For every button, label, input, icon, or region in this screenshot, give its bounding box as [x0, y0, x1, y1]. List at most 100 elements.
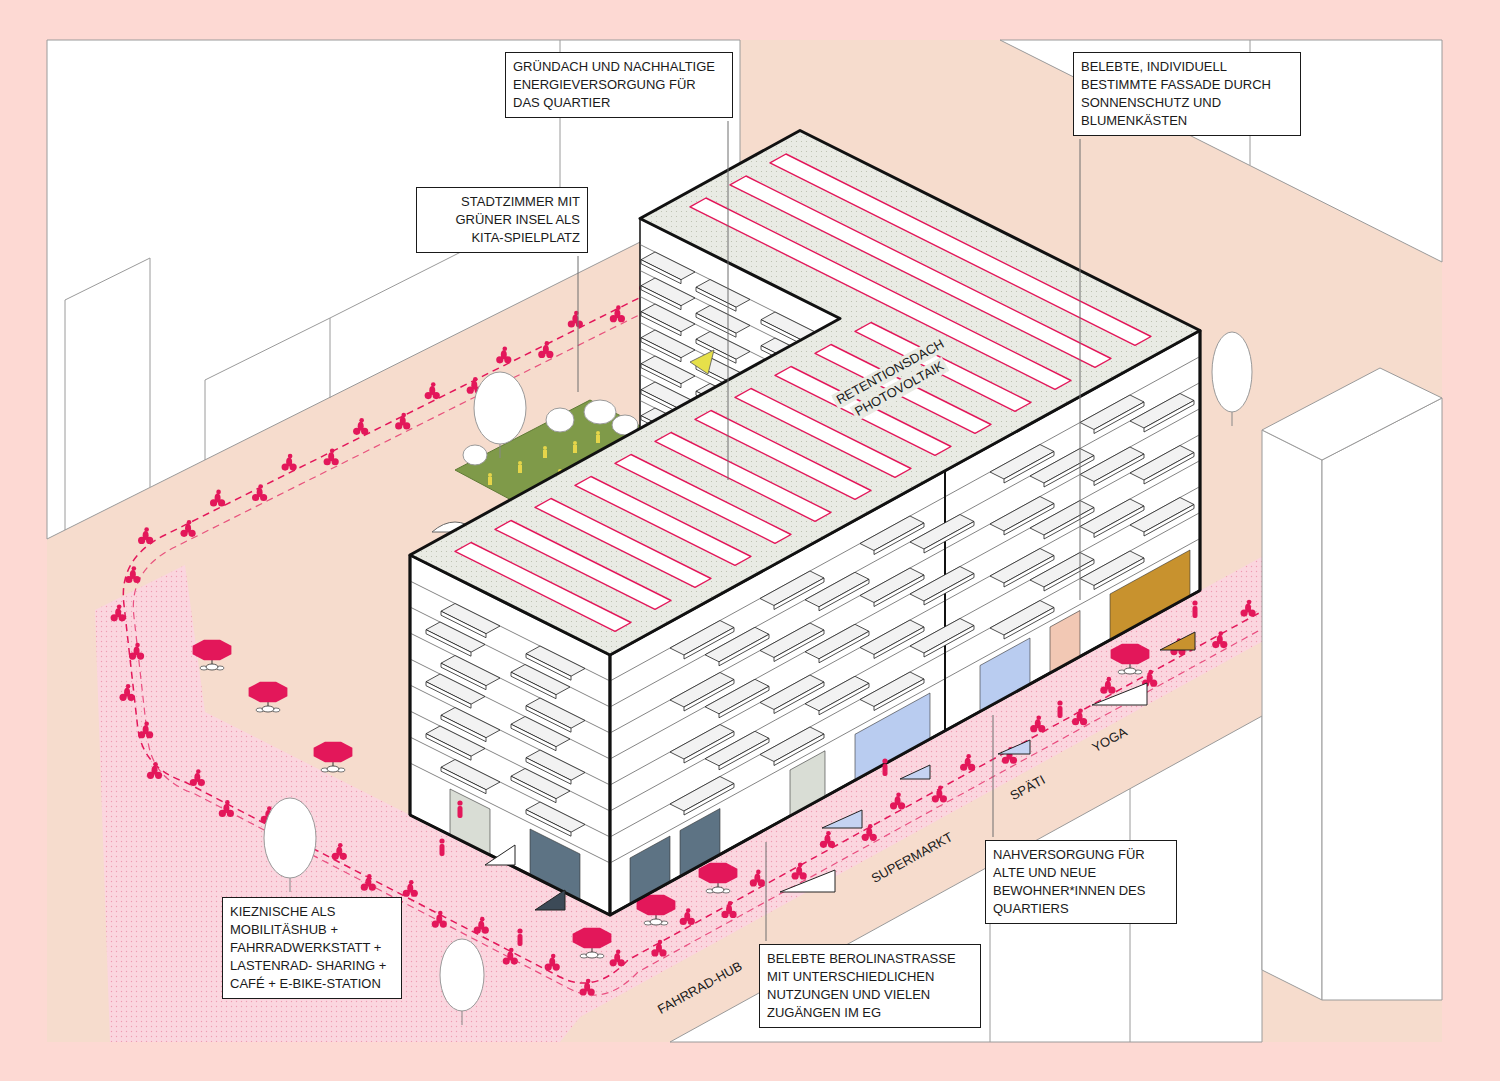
cyclist-head	[545, 341, 550, 346]
cyclist-head	[966, 754, 971, 759]
shrub	[546, 408, 574, 432]
cyclist-body	[895, 796, 901, 805]
cyclist-body	[215, 493, 221, 502]
balcony	[1044, 560, 1094, 592]
cyclist-head	[401, 413, 406, 418]
cyclist-head	[586, 979, 591, 984]
balcony	[1080, 551, 1144, 586]
child-figure	[518, 465, 522, 473]
balcony	[874, 679, 924, 711]
cyclist-head	[868, 824, 873, 829]
balcony	[641, 286, 681, 310]
balcony	[696, 287, 736, 311]
cyclist-body	[1147, 674, 1153, 683]
balcony	[526, 758, 571, 785]
sidewalk-sign	[780, 870, 835, 892]
cyclist-body	[143, 531, 149, 540]
cafe-table	[327, 766, 339, 772]
sidewalk-sign	[998, 740, 1030, 754]
callout-text: NAHVERSORGUNG FÜR ALTE UND NEUE BEWOHNER…	[993, 846, 1169, 918]
child-figure	[543, 450, 547, 458]
cyclist-body	[572, 315, 578, 324]
cyclist-head	[135, 643, 140, 648]
balcony	[774, 734, 824, 766]
cyclist-body	[185, 524, 191, 533]
cyclist-head	[144, 721, 149, 726]
cyclist-head	[1247, 600, 1252, 605]
balcony	[1080, 395, 1144, 430]
balcony	[1094, 506, 1144, 538]
balcony	[719, 738, 769, 770]
balcony	[511, 776, 556, 803]
umbrella	[249, 682, 288, 702]
cyclist-head	[196, 769, 201, 774]
cyclist-body	[936, 789, 942, 798]
cyclist-body	[429, 386, 435, 395]
child-figure	[573, 441, 577, 445]
cyclist-head	[431, 382, 436, 387]
leader-line	[766, 842, 767, 941]
balcony	[1130, 446, 1194, 481]
cyclist-head	[367, 874, 372, 879]
balcony	[426, 734, 471, 761]
umbrella	[193, 640, 232, 660]
pv-panel	[695, 411, 871, 500]
balcony	[1144, 453, 1194, 485]
balcony	[924, 522, 974, 554]
callout-box: BELEBTE BEROLINASTRASSE MIT UNTERSCHIEDL…	[759, 944, 981, 1028]
balcony	[874, 523, 924, 555]
balcony	[511, 672, 556, 699]
balcony	[684, 732, 734, 764]
balcony	[1130, 498, 1194, 533]
person	[1058, 706, 1063, 718]
balcony	[924, 626, 974, 658]
cafe-table	[586, 952, 598, 958]
cyclist-body	[328, 452, 334, 461]
callout-text: BELEBTE, INDIVIDUELL BESTIMMTE FASSADE D…	[1081, 58, 1293, 130]
balcony	[819, 631, 869, 663]
person	[518, 934, 523, 946]
cyclist-head	[1107, 677, 1112, 682]
cyclist-head	[1218, 631, 1223, 636]
cyclist-head	[509, 948, 514, 953]
shrub	[463, 445, 487, 465]
balcony	[761, 320, 801, 344]
balcony	[641, 364, 681, 388]
tree	[440, 939, 484, 1011]
pv-panel	[615, 455, 791, 544]
sidewalk-sign	[1092, 683, 1147, 705]
shop-window	[530, 829, 580, 900]
person	[440, 844, 445, 856]
umbrella	[573, 928, 612, 948]
balcony	[670, 621, 734, 656]
roof-texture	[410, 131, 1200, 656]
balcony	[1094, 402, 1144, 434]
leader-line	[728, 121, 729, 480]
cyclist-head	[132, 566, 137, 571]
balcony	[760, 675, 824, 710]
cyclist-body	[124, 688, 130, 697]
floor-line	[410, 633, 610, 733]
balcony	[684, 628, 734, 660]
leader-line	[578, 256, 579, 392]
child-figure	[596, 435, 600, 443]
cafe-table	[262, 706, 274, 712]
balcony	[526, 706, 571, 733]
balcony	[441, 767, 486, 794]
callout-box: STADTZIMMER MIT GRÜNER INSEL ALS KITA-SP…	[416, 187, 588, 253]
callout-box: BELEBTE, INDIVIDUELL BESTIMMTE FASSADE D…	[1073, 52, 1301, 136]
cyclist-body	[194, 773, 200, 782]
child-figure	[543, 446, 547, 450]
sidewalk-sign	[822, 810, 862, 828]
cyclist-body	[656, 943, 662, 952]
balcony	[426, 630, 471, 657]
balcony	[1004, 452, 1054, 484]
cyclist-body	[130, 570, 136, 579]
sidewalk-sign	[1160, 632, 1195, 650]
balcony	[1130, 394, 1194, 429]
person	[517, 928, 522, 933]
balcony	[441, 715, 486, 742]
child-figure	[488, 473, 492, 477]
cyclist-body	[436, 915, 442, 924]
neighbour-building	[1000, 40, 1442, 262]
